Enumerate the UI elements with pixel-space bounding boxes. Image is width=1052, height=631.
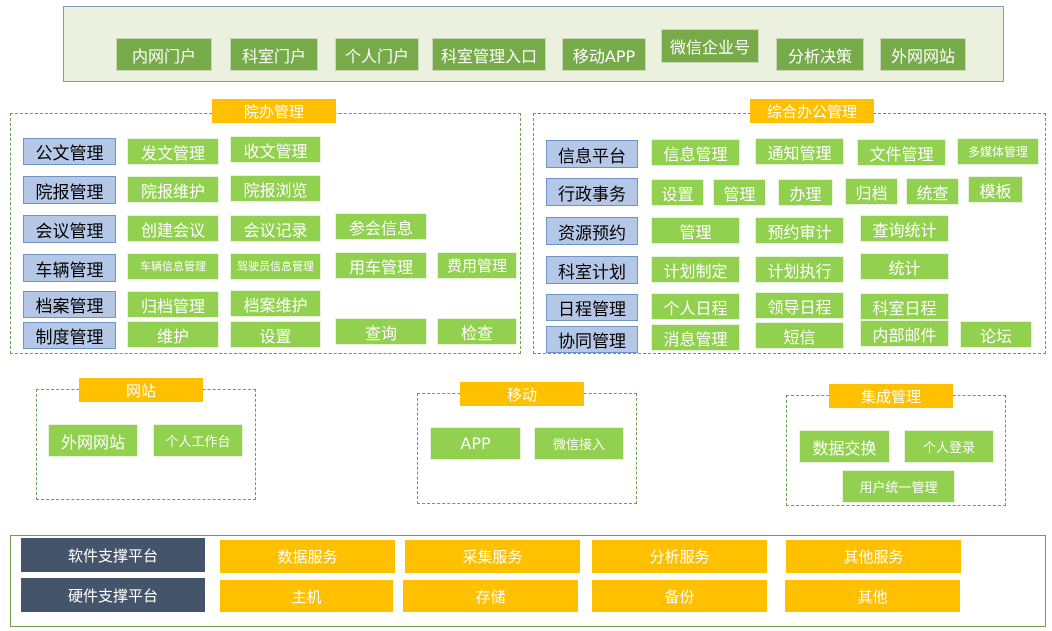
yb-item[interactable]: 会议记录 [230, 215, 321, 242]
hardware-platform-label: 硬件支撑平台 [21, 578, 205, 612]
zh-category-schedule[interactable]: 日程管理 [546, 294, 638, 321]
website-personal-workbench[interactable]: 个人工作台 [153, 424, 243, 457]
nav-intranet-portal[interactable]: 内网门户 [116, 38, 212, 71]
zh-item[interactable]: 查询统计 [860, 215, 949, 242]
zh-item[interactable]: 个人日程 [651, 293, 740, 320]
integration-data-exchange[interactable]: 数据交换 [799, 430, 890, 463]
yb-item[interactable]: 院报浏览 [230, 175, 321, 202]
yb-category-regulation[interactable]: 制度管理 [23, 322, 116, 349]
platform-frame [10, 535, 1046, 627]
software-service[interactable]: 分析服务 [592, 540, 767, 573]
zh-item[interactable]: 科室日程 [860, 293, 949, 320]
zh-item[interactable]: 设置 [651, 179, 704, 206]
zh-item[interactable]: 统查 [906, 178, 959, 205]
zh-item[interactable]: 预约审计 [755, 217, 844, 244]
yb-item[interactable]: 车辆信息管理 [127, 253, 219, 280]
integration-personal-login[interactable]: 个人登录 [904, 430, 994, 463]
zh-item[interactable]: 短信 [755, 322, 844, 349]
zh-item[interactable]: 文件管理 [857, 139, 946, 166]
zh-item[interactable]: 模板 [968, 176, 1023, 203]
zonghe-title: 综合办公管理 [750, 99, 874, 123]
hardware-resource[interactable]: 存储 [403, 580, 578, 612]
yb-item[interactable]: 用车管理 [335, 252, 427, 279]
zh-item[interactable]: 领导日程 [755, 292, 844, 319]
yb-category-bulletin[interactable]: 院报管理 [23, 176, 116, 204]
software-service[interactable]: 数据服务 [220, 540, 395, 573]
software-platform-label: 软件支撑平台 [21, 538, 205, 572]
yb-category-vehicle[interactable]: 车辆管理 [23, 254, 116, 282]
zh-item[interactable]: 多媒体管理 [957, 138, 1039, 165]
zh-item[interactable]: 计划制定 [651, 256, 740, 283]
nav-mobile-app[interactable]: 移动APP [562, 38, 646, 71]
integration-title: 集成管理 [829, 384, 953, 408]
yb-item[interactable]: 归档管理 [127, 291, 219, 318]
yb-item[interactable]: 档案维护 [230, 290, 321, 317]
yb-item[interactable]: 驾驶员信息管理 [230, 253, 321, 280]
software-service[interactable]: 其他服务 [786, 540, 961, 573]
yb-item[interactable]: 院报维护 [127, 176, 219, 203]
zh-item[interactable]: 计划执行 [755, 256, 844, 283]
zh-item[interactable]: 通知管理 [755, 138, 844, 165]
mobile-app[interactable]: APP [430, 427, 521, 460]
zh-item[interactable]: 归档 [845, 178, 898, 205]
zh-item[interactable]: 消息管理 [651, 324, 740, 351]
zh-item[interactable]: 内部邮件 [860, 320, 949, 347]
zh-category-admin-affairs[interactable]: 行政事务 [546, 178, 638, 206]
yb-item[interactable]: 设置 [230, 321, 321, 348]
zh-category-resource-booking[interactable]: 资源预约 [546, 217, 638, 245]
yb-item[interactable]: 收文管理 [230, 136, 321, 163]
software-service[interactable]: 采集服务 [405, 540, 580, 573]
yb-item[interactable]: 发文管理 [127, 138, 219, 165]
nav-external-website[interactable]: 外网网站 [880, 38, 966, 71]
nav-wechat-enterprise[interactable]: 微信企业号 [661, 29, 759, 63]
zh-category-collaboration[interactable]: 协同管理 [546, 326, 638, 353]
zh-item[interactable]: 管理 [713, 179, 766, 206]
nav-department-portal[interactable]: 科室门户 [230, 38, 318, 71]
nav-analysis-decision[interactable]: 分析决策 [776, 38, 864, 71]
integration-unified-user-mgmt[interactable]: 用户统一管理 [842, 470, 955, 503]
zh-item[interactable]: 论坛 [960, 321, 1032, 348]
yb-item[interactable]: 查询 [335, 318, 427, 345]
yuanban-title: 院办管理 [212, 99, 336, 123]
mobile-wechat-access[interactable]: 微信接入 [534, 427, 624, 460]
yb-category-documents[interactable]: 公文管理 [23, 138, 116, 165]
yb-category-archive[interactable]: 档案管理 [23, 291, 116, 318]
yb-item[interactable]: 维护 [127, 321, 219, 348]
zh-item[interactable]: 信息管理 [651, 139, 740, 166]
website-external-site[interactable]: 外网网站 [48, 424, 138, 457]
nav-personal-portal[interactable]: 个人门户 [335, 38, 419, 71]
yb-item[interactable]: 创建会议 [127, 215, 219, 242]
hardware-resource[interactable]: 其他 [785, 580, 960, 612]
yb-item[interactable]: 参会信息 [335, 213, 427, 240]
zh-item[interactable]: 统计 [860, 253, 949, 280]
website-title: 网站 [79, 378, 203, 402]
zh-category-info-platform[interactable]: 信息平台 [546, 140, 638, 168]
top-nav-band: 内网门户 科室门户 个人门户 科室管理入口 移动APP 微信企业号 分析决策 外… [63, 6, 1004, 82]
zh-item[interactable]: 办理 [778, 179, 833, 206]
hardware-resource[interactable]: 备份 [592, 580, 767, 612]
nav-department-admin-entry[interactable]: 科室管理入口 [432, 38, 546, 71]
yb-item[interactable]: 检查 [437, 318, 517, 345]
zh-item[interactable]: 管理 [651, 217, 740, 244]
yb-item[interactable]: 费用管理 [437, 252, 517, 279]
zh-category-dept-plan[interactable]: 科室计划 [546, 256, 638, 284]
hardware-resource[interactable]: 主机 [220, 580, 393, 612]
yb-category-meeting[interactable]: 会议管理 [23, 215, 116, 243]
mobile-title: 移动 [460, 382, 584, 406]
